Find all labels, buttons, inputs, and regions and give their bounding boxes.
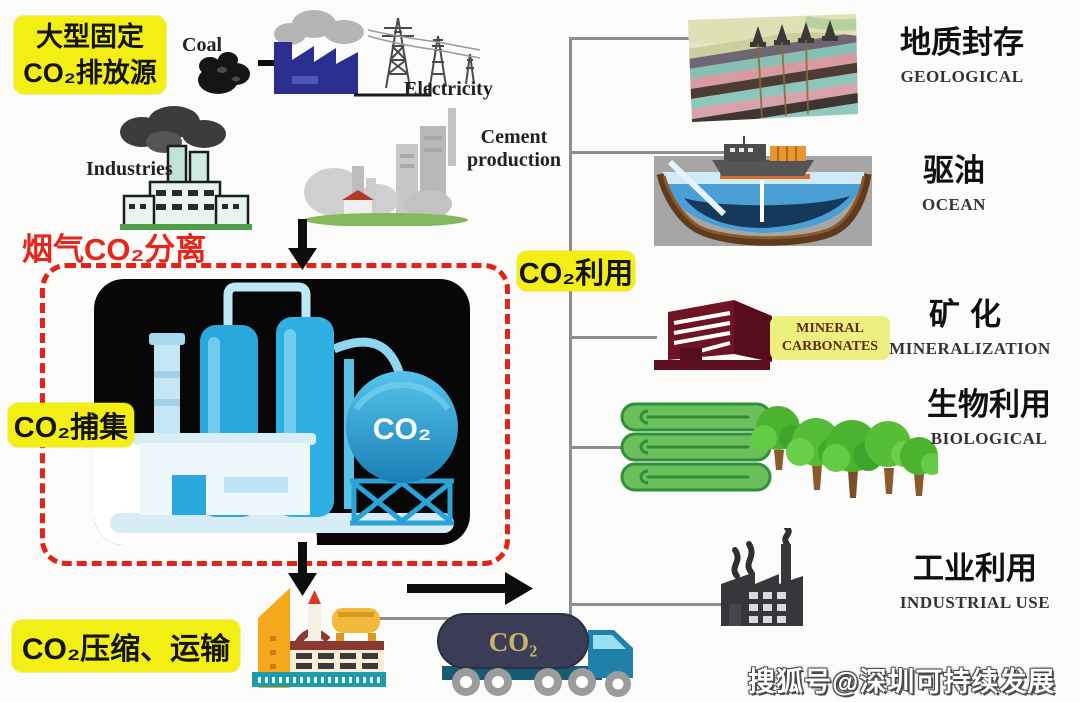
branch-mineralization bbox=[569, 336, 657, 339]
arrow-right-head bbox=[505, 572, 533, 605]
industries-icon bbox=[120, 106, 252, 230]
compression-station-icon bbox=[252, 588, 386, 688]
pathway-label-geological: 地质封存 GEOLOGICAL bbox=[882, 25, 1042, 87]
power-plant-icon bbox=[274, 10, 364, 94]
factory-to-pylon-connector bbox=[354, 83, 432, 97]
coal-to-factory-dash bbox=[258, 60, 274, 66]
capture-plant-illustration: CO₂ bbox=[94, 282, 458, 545]
watermark-text: 搜狐号@深圳可持续发展研究院 bbox=[748, 667, 1056, 697]
coal-icon bbox=[198, 52, 250, 94]
branch-ocean bbox=[569, 151, 727, 154]
plant-sphere-co2-text: CO₂ bbox=[373, 413, 431, 446]
electricity-pylons-icon bbox=[368, 17, 480, 89]
emission-source-badge: 大型固定 CO₂排放源 bbox=[14, 16, 166, 94]
arrow-down-1-shaft bbox=[298, 219, 307, 250]
ocean-zh: 驱油 bbox=[923, 153, 985, 188]
pathway-label-mineralization: 矿化 MINERALIZATION bbox=[872, 297, 1068, 359]
cement-label-line1: Cement bbox=[480, 126, 548, 148]
biological-en: BIOLOGICAL bbox=[930, 429, 1048, 449]
truck-tank-co2-text: CO₂ bbox=[489, 627, 538, 657]
biological-zh: 生物利用 bbox=[927, 387, 1051, 422]
electricity-label: Electricity bbox=[404, 78, 493, 100]
emission-source-line1: 大型固定 bbox=[36, 21, 144, 52]
capture-plant-panel: CO₂ bbox=[94, 279, 470, 545]
industrial-use-factory-icon bbox=[721, 528, 803, 626]
algae-ponds-icon bbox=[620, 402, 772, 492]
mineral-carbonates-tag: MINERAL CARBONATES bbox=[770, 316, 890, 361]
ocean-en: OCEAN bbox=[922, 195, 986, 215]
coal-label: Coal bbox=[182, 34, 222, 56]
capture-badge: CO₂捕集 bbox=[8, 403, 134, 447]
cement-plant-icon bbox=[304, 108, 468, 226]
arrow-down-2-shaft bbox=[298, 542, 307, 575]
mineral-tag-line1: MINERAL bbox=[796, 321, 864, 336]
pathway-label-industrial: 工业利用 INDUSTRIAL USE bbox=[886, 551, 1064, 613]
cement-label: Cement production bbox=[462, 126, 566, 172]
pathway-label-biological: 生物利用 BIOLOGICAL bbox=[900, 387, 1078, 449]
arrow-down-2-head bbox=[288, 573, 317, 596]
mineral-tag-line2: CARBONATES bbox=[781, 339, 879, 355]
utilization-badge: CO₂利用 bbox=[517, 251, 635, 291]
branch-industrial bbox=[569, 603, 725, 606]
branch-geological bbox=[569, 37, 697, 40]
arrow-right-shaft bbox=[407, 584, 507, 593]
mineral-carbonates-building-icon bbox=[654, 300, 772, 370]
geological-zh: 地质封存 bbox=[900, 25, 1024, 60]
industries-label: Industries bbox=[86, 158, 173, 180]
co2-tanker-truck-icon: CO₂ bbox=[437, 613, 633, 697]
ocean-storage-image bbox=[654, 136, 872, 246]
geological-en: GEOLOGICAL bbox=[900, 67, 1024, 87]
trees-icon bbox=[751, 406, 938, 498]
mineralization-zh: 矿化 bbox=[929, 297, 1011, 332]
pathway-label-ocean: 驱油 OCEAN bbox=[896, 153, 1012, 215]
cement-label-line2: production bbox=[466, 149, 562, 171]
industrial-zh: 工业利用 bbox=[913, 551, 1037, 586]
industrial-en: INDUSTRIAL USE bbox=[899, 593, 1051, 613]
trunk-line bbox=[569, 37, 572, 621]
flue-gas-separation-title: 烟气CO₂分离 bbox=[22, 232, 207, 267]
geological-storage-image bbox=[688, 14, 858, 122]
compression-badge: CO₂压缩、运输 bbox=[12, 620, 240, 672]
arrow-down-1-head bbox=[288, 248, 317, 270]
emission-source-line2: CO₂排放源 bbox=[23, 58, 157, 88]
mineralization-en: MINERALIZATION bbox=[889, 339, 1051, 359]
